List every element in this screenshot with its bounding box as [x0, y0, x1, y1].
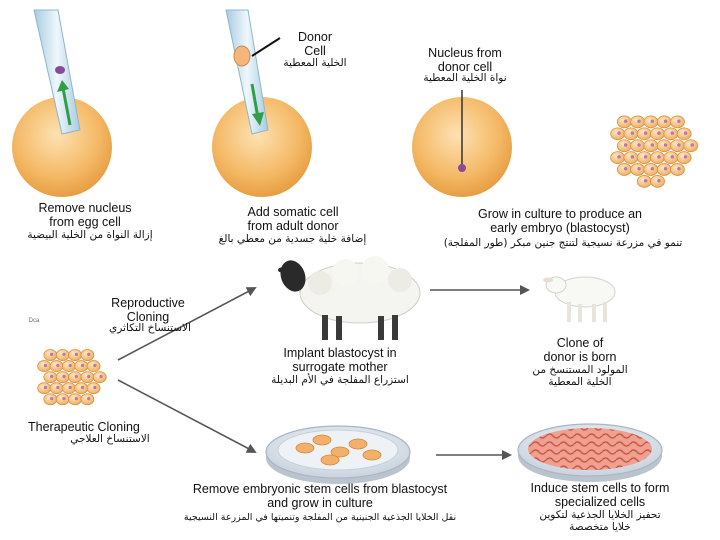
remove-stem-label-ar: نقل الخلايا الجذعية الجنينية من المفلجة … [183, 512, 457, 523]
cell-nucleus [50, 374, 54, 379]
cell-nucleus [650, 143, 655, 147]
implant-label-en: Implant blastocyst in surrogate mother [283, 346, 397, 374]
cell-nucleus [623, 119, 628, 123]
cell-nucleus [617, 155, 621, 159]
stem-cell [295, 442, 315, 454]
clone-born-label-ar: المولود المستنسخ من الخلية المعطية [532, 364, 628, 388]
clone-born-label-en: Clone of donor is born [543, 336, 617, 364]
remove-stem-label-en: Remove embryonic stem cells from blastoc… [192, 482, 448, 510]
add-somatic-label-en: Add somatic cell from adult donor [247, 205, 339, 233]
cell-nucleus [677, 119, 681, 123]
cell-nucleus [690, 143, 694, 147]
cell-nucleus [637, 167, 641, 171]
blastocyst-top-right [610, 115, 699, 188]
cell-nucleus [663, 143, 668, 147]
branch-arrows [117, 285, 530, 460]
cell-nucleus [623, 167, 628, 171]
egg-cell-remove-nucleus [12, 97, 112, 197]
cell-nucleus [670, 131, 674, 135]
cell-nucleus [663, 119, 668, 123]
egg-cell-add-somatic [212, 97, 312, 197]
stem-cell [348, 438, 368, 450]
pipette-middle [225, 9, 269, 135]
remove-nucleus-label-ar: إزالة النواة من الخلية البيضية [27, 229, 153, 241]
cell-nucleus [630, 131, 635, 135]
cell-nucleus [93, 385, 97, 390]
cell-nucleus [677, 143, 681, 147]
induce-stem-label-en: Induce stem cells to form specialized ce… [530, 481, 670, 509]
cell-nucleus [657, 155, 661, 159]
grow-culture-label-ar: تنمو في مزرعة نسيجية لتنتج جنين مبكر (طو… [443, 237, 683, 249]
therapeutic-cloning-label-en: Therapeutic Cloning [28, 420, 140, 434]
cell-nucleus [74, 396, 78, 401]
donor-cell-label-ar: الخلية المعطية [283, 57, 347, 69]
egg-with-donor-nucleus [412, 90, 512, 197]
donor-cell-pointer [251, 37, 281, 57]
induce-stem-label-ar: تحفيز الخلايا الجذعية لتكوين خلايا متخصص… [539, 509, 661, 533]
donor-cell-label-en: Donor Cell [297, 30, 333, 58]
cell-nucleus [657, 131, 661, 135]
cell-nucleus [643, 178, 648, 183]
cell-nucleus [68, 385, 72, 390]
cell-nucleus [99, 374, 103, 379]
cell-nucleus [50, 396, 54, 401]
cell-nucleus [637, 119, 641, 123]
cell-nucleus [650, 119, 655, 123]
remove-nucleus-label-en: Remove nucleus from egg cell [38, 201, 132, 229]
cell-nucleus [62, 396, 66, 401]
cell-nucleus [617, 131, 621, 135]
cell-nucleus [74, 374, 78, 379]
cell-nucleus [62, 352, 66, 357]
reproductive-cloning-label-en: Reproductive Cloning [111, 296, 185, 324]
cell-nucleus [43, 385, 48, 390]
implant-label-ar: استزراع المفلجة في الأم البديلة [271, 374, 409, 386]
cell-nucleus [68, 363, 72, 368]
cell-nucleus [657, 178, 661, 183]
cell-nucleus [50, 352, 54, 357]
stem-cell [320, 454, 340, 466]
stem-cells [295, 434, 382, 466]
cell-nucleus [87, 396, 91, 401]
cell-nucleus [643, 131, 648, 135]
cell-nucleus [670, 155, 674, 159]
stem-cell [312, 434, 332, 446]
pipette-left [33, 9, 81, 135]
petri-dish-specialized-cells [517, 423, 663, 482]
cell-nucleus [80, 385, 85, 390]
cell-nucleus [74, 352, 78, 357]
cell-nucleus [683, 131, 688, 135]
cell-nucleus [623, 143, 628, 147]
surrogate-sheep [278, 256, 421, 340]
cell-nucleus [43, 363, 48, 368]
cell-nucleus [62, 374, 66, 379]
dca-mark: Dca [28, 318, 40, 324]
nucleus-from-donor-label-ar: نواة الخلية المعطية [423, 72, 507, 84]
reproductive-cloning-label-ar: الاستنساخ التكاثري [109, 322, 191, 334]
blastocyst-left [37, 349, 107, 406]
cell-nucleus [56, 385, 60, 390]
cell-nucleus [663, 167, 668, 171]
cell-nucleus [630, 155, 635, 159]
cell-nucleus [87, 352, 91, 357]
therapeutic-cloning-label-ar: الاستنساخ العلاجي [70, 433, 150, 445]
cell-nucleus [80, 363, 85, 368]
nucleus-from-donor-label-en: Nucleus from donor cell [428, 46, 502, 74]
cell-nucleus [637, 143, 641, 147]
clone-lamb [543, 276, 616, 322]
cell-nucleus [93, 363, 97, 368]
stem-cell [362, 449, 382, 461]
stem-cell [330, 446, 350, 458]
cell-nucleus [87, 374, 91, 379]
cell-nucleus [650, 167, 655, 171]
cell-nucleus [643, 155, 648, 159]
grow-culture-label-en: Grow in culture to produce an early embr… [478, 207, 642, 235]
cell-nucleus [56, 363, 60, 368]
add-somatic-label-ar: إضافة خلية جسدية من معطي بالغ [218, 233, 367, 245]
cell-nucleus [683, 155, 688, 159]
cell-nucleus [677, 167, 681, 171]
